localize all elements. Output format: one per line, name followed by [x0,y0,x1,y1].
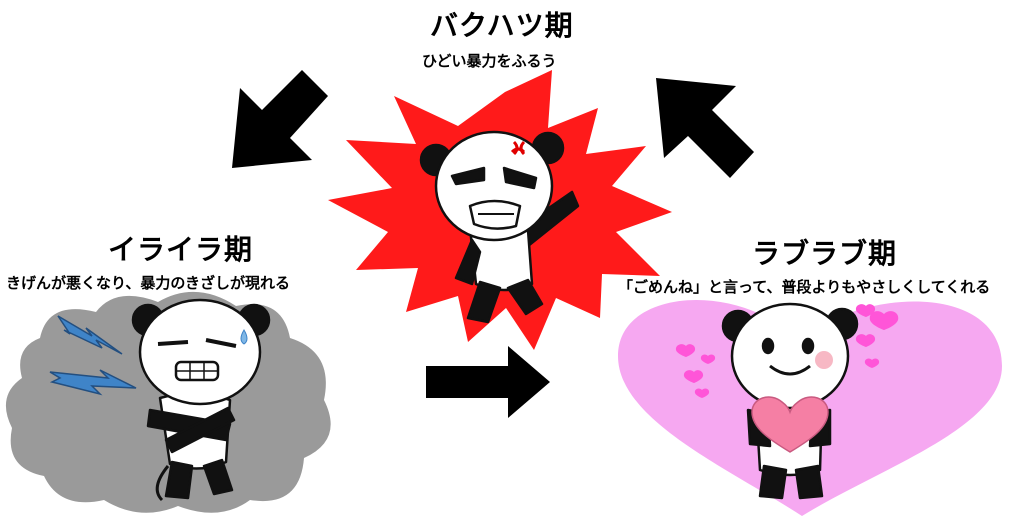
arrow-icon [656,78,754,178]
honeymoon-phase-subtitle: 「ごめんね」と言って、普段よりもやさしくしてくれる [618,278,991,296]
explosion-phase-subtitle: ひどい暴力をふるう [422,52,557,70]
explosion-phase-title: バクハツ期 [430,9,574,42]
lightning-bolt-icon [49,315,137,396]
sweat-drop-icon [240,329,248,345]
honeymoon-phase-title: ラブラブ期 [752,237,898,270]
anger-mark-icon [510,140,526,156]
irritated-panda [131,298,271,502]
heart-icon [675,304,899,398]
irritation-phase-subtitle: きげんが悪くなり、暴力のきざしが現れる [6,274,290,292]
cheek-blush [815,351,833,369]
arrow-icon [426,346,550,418]
angry-panda [419,130,580,324]
held-heart-icon [751,396,829,453]
irritation-phase-title: イライラ期 [108,233,254,266]
arrow-icon [232,70,328,168]
